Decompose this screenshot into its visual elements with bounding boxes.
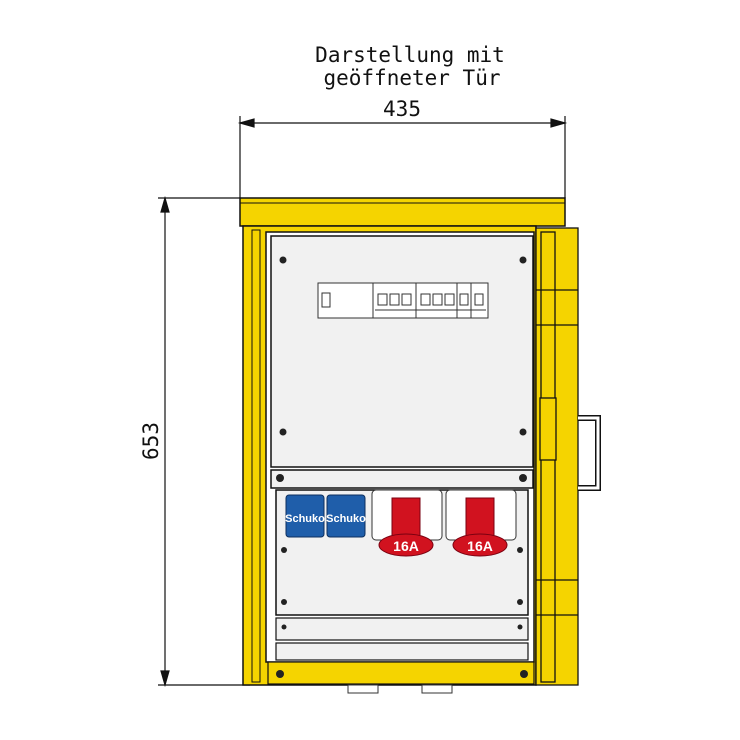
svg-text:16A: 16A: [467, 538, 493, 554]
cee-socket-1: 16A: [371, 489, 443, 557]
schuko-socket-1: Schuko: [285, 494, 325, 538]
schuko-socket-2: Schuko: [326, 494, 366, 538]
svg-text:Schuko: Schuko: [285, 513, 325, 525]
roof: [239, 197, 566, 227]
panel-screws: [279, 256, 527, 436]
title-line-1: Darstellung mit: [315, 43, 505, 67]
open-door: [535, 227, 579, 686]
width-label: 435: [383, 97, 421, 121]
upper-panel: [270, 235, 534, 468]
height-dimension: [158, 195, 250, 688]
cable-glands: [347, 684, 453, 694]
title-line-2: geöffneter Tür: [323, 66, 500, 90]
width-dimension: [237, 116, 568, 198]
door-handle[interactable]: [578, 415, 601, 491]
cee-socket-2: 16A: [445, 489, 517, 557]
svg-text:Schuko: Schuko: [326, 513, 366, 525]
circuit-breakers: [317, 282, 489, 319]
height-label: 653: [139, 422, 163, 460]
svg-text:16A: 16A: [393, 538, 419, 554]
